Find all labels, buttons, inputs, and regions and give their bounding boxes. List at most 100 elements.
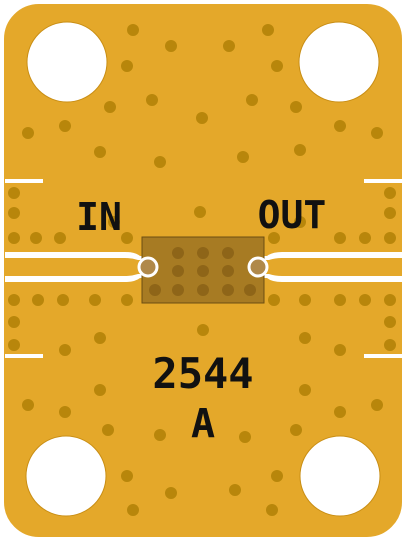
via-dot: [59, 406, 71, 418]
via-dot: [334, 406, 346, 418]
via-dot: [54, 232, 66, 244]
via-dot: [196, 112, 208, 124]
label-part-number: 2544: [152, 349, 253, 398]
via-dot: [165, 40, 177, 52]
via-dot: [299, 332, 311, 344]
via-dot: [268, 294, 280, 306]
via-dot: [384, 232, 396, 244]
trace-gap-upper: [5, 252, 150, 260]
via-dot: [94, 332, 106, 344]
rf-trace: [5, 179, 402, 358]
via-dot: [127, 24, 139, 36]
chip-via-dot: [222, 265, 234, 277]
via-dot: [237, 151, 249, 163]
via-dot: [121, 232, 133, 244]
mounting-hole-top-left: [26, 21, 108, 103]
via-dot: [8, 207, 20, 219]
mounting-hole-bottom-right: [299, 435, 381, 517]
via-dot: [8, 339, 20, 351]
via-dot: [32, 294, 44, 306]
via-dot: [384, 187, 396, 199]
via-dot: [121, 60, 133, 72]
via-dot: [104, 101, 116, 113]
via-dot: [30, 232, 42, 244]
via-dot: [22, 127, 34, 139]
label-revision: A: [191, 401, 215, 447]
via-dots: [8, 24, 396, 516]
via-dot: [334, 232, 346, 244]
chip-via-dot: [197, 284, 209, 296]
via-dot: [59, 120, 71, 132]
via-dot: [121, 470, 133, 482]
via-dot: [154, 429, 166, 441]
via-dot: [8, 187, 20, 199]
chip-pad-right: [247, 256, 269, 278]
trace-gap-lower: [5, 274, 150, 282]
edge-notch-tl: [5, 179, 43, 183]
via-dot: [89, 294, 101, 306]
via-dot: [359, 232, 371, 244]
via-dot: [384, 316, 396, 328]
label-output: OUT: [258, 193, 327, 237]
via-dot: [384, 339, 396, 351]
via-dot: [334, 294, 346, 306]
chip-via-dots: [149, 247, 256, 296]
via-dot: [334, 344, 346, 356]
via-dot: [271, 60, 283, 72]
via-dot: [194, 206, 206, 218]
chip-via-dot: [197, 265, 209, 277]
via-dot: [371, 127, 383, 139]
via-dot: [154, 156, 166, 168]
via-dot: [57, 294, 69, 306]
chip-component: [137, 236, 269, 304]
via-dot: [294, 144, 306, 156]
chip-via-dot: [172, 284, 184, 296]
via-dot: [8, 294, 20, 306]
chip-via-dot: [172, 265, 184, 277]
via-dot: [290, 424, 302, 436]
via-dot: [121, 294, 133, 306]
trace-gap-lower-right: [257, 274, 402, 282]
via-dot: [384, 294, 396, 306]
via-dot: [294, 216, 306, 228]
via-dot: [165, 487, 177, 499]
mounting-hole-bottom-left: [25, 435, 107, 517]
via-dot: [102, 424, 114, 436]
edge-notch-bl: [5, 354, 43, 358]
edge-notch-tr: [364, 179, 402, 183]
via-dot: [229, 484, 241, 496]
chip-via-dot: [149, 284, 161, 296]
via-dot: [223, 40, 235, 52]
edge-notch-br: [364, 354, 402, 358]
via-dot: [371, 399, 383, 411]
via-dot: [8, 232, 20, 244]
via-dot: [271, 470, 283, 482]
via-dot: [239, 431, 251, 443]
chip-pad-left: [137, 256, 159, 278]
via-dot: [359, 294, 371, 306]
trace-gap-upper-right: [257, 252, 402, 260]
chip-via-dot: [172, 247, 184, 259]
chip-via-dot: [244, 284, 256, 296]
via-dot: [268, 232, 280, 244]
via-dot: [246, 94, 258, 106]
via-dot: [384, 207, 396, 219]
via-dot: [127, 504, 139, 516]
via-dot: [262, 24, 274, 36]
via-dot: [290, 101, 302, 113]
mounting-hole-top-right: [298, 21, 380, 103]
via-dot: [146, 94, 158, 106]
via-dot: [266, 504, 278, 516]
via-dot: [197, 324, 209, 336]
via-dot: [299, 294, 311, 306]
via-dot: [299, 384, 311, 396]
chip-via-dot: [197, 247, 209, 259]
chip-via-dot: [222, 284, 234, 296]
via-dot: [334, 120, 346, 132]
chip-via-dot: [222, 247, 234, 259]
via-dot: [94, 146, 106, 158]
via-dot: [108, 216, 120, 228]
via-dot: [22, 399, 34, 411]
via-dot: [94, 384, 106, 396]
